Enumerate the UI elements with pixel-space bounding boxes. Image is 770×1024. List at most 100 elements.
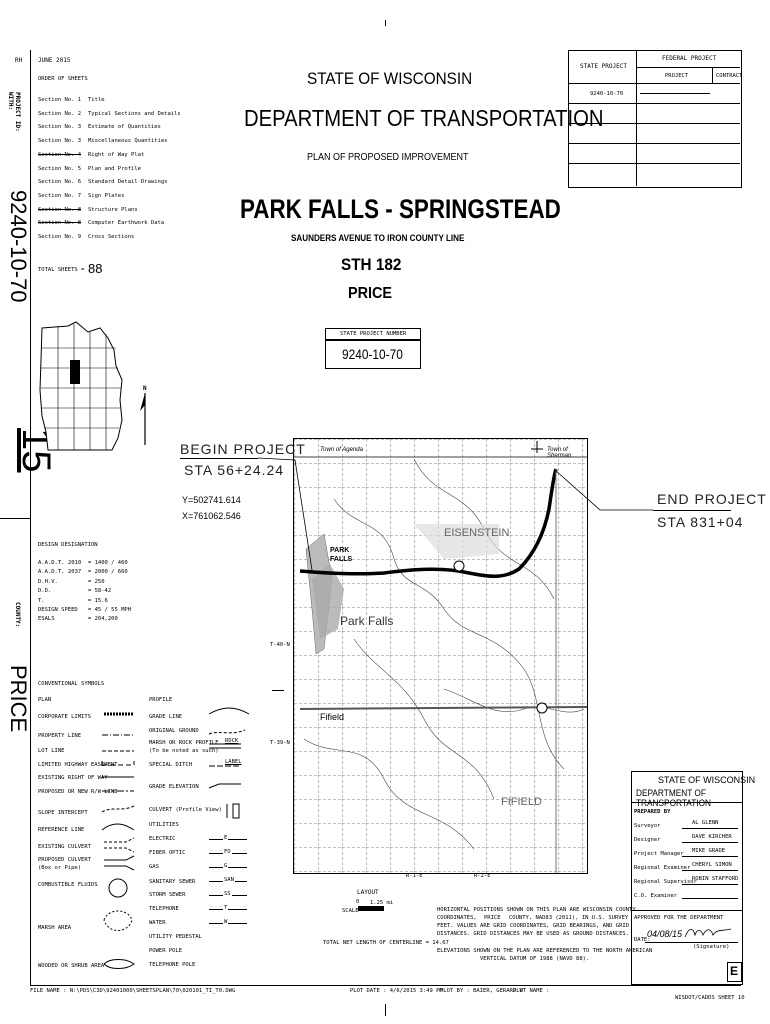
- plan-subtitle: PLAN OF PROPOSED IMPROVEMENT: [307, 152, 469, 163]
- plan-symbol-label: MARSH AREA: [38, 925, 72, 931]
- plan-symbol-label: LOT LINE: [38, 748, 65, 754]
- utility-code: FO: [223, 849, 232, 855]
- note-line-3: FEET. VALUES ARE GRID COORDINATES, GRID …: [437, 923, 630, 929]
- utility-code: E: [223, 835, 229, 841]
- profile-symbol-label: GRADE LINE: [149, 714, 183, 720]
- sheet-e-box: [727, 962, 742, 982]
- approved-for-dept: APPROVED FOR THE DEPARTMENT: [634, 915, 724, 921]
- footer-plot-name: PLOT NAME :: [513, 988, 550, 994]
- profile-symbols-title: PROFILE: [149, 697, 173, 703]
- approval-name: CHERYL SIMON: [692, 862, 732, 868]
- note-line-2b: PRICE: [484, 915, 501, 921]
- design-label: D.H.V.: [38, 578, 58, 585]
- plan-symbol-label: PROPOSED OR NEW R/W LINE: [38, 789, 118, 795]
- begin-x: X=761062.546: [182, 511, 241, 521]
- utility-code: SAN: [223, 877, 235, 883]
- project-name: PARK FALLS - SPRINGSTEAD: [240, 194, 561, 224]
- note-line-2a: COORDINATES,: [437, 915, 477, 921]
- profile-symbol-label: TELEPHONE POLE: [149, 962, 196, 968]
- r2e-label: R-2-E: [474, 873, 491, 879]
- footer-plot-date: PLOT DATE : 4/6/2015 3:49 PM: [350, 988, 443, 994]
- wisconsin-locator-map: [39, 321, 123, 451]
- plan-symbol-label: CORPORATE LIMITS: [38, 714, 91, 720]
- end-station: STA 831+04: [657, 514, 744, 530]
- sheet-section-name: Title: [88, 97, 105, 103]
- scale-zero: 0: [356, 899, 360, 905]
- sheet-section-no: Section No. 6: [38, 179, 82, 186]
- profile-symbol-label: SPECIAL DITCH: [149, 762, 193, 768]
- total-sheets-value: 88: [88, 261, 103, 276]
- utility-code: T: [223, 905, 229, 911]
- note-line-6: VERTICAL DATUM OF 1988 (NAVD 88).: [480, 956, 590, 962]
- approval-dept: DEPARTMENT OF TRANSPORTATION: [636, 788, 711, 808]
- begin-y: Y=502741.614: [182, 495, 241, 505]
- project-limits: SAUNDERS AVENUE TO IRON COUNTY LINE: [291, 233, 465, 243]
- profile-symbol-graphics: [208, 707, 250, 819]
- state-title: STATE OF WISCONSIN: [307, 69, 473, 88]
- utility-code: G: [223, 863, 229, 869]
- plan-symbol-label: EXISTING RIGHT OF WAY: [38, 775, 108, 781]
- begin-station: STA 56+24.24: [184, 462, 285, 478]
- dept-title: DEPARTMENT OF TRANSPORTATION: [244, 105, 604, 131]
- profile-symbol-label: POWER POLE: [149, 948, 183, 954]
- plan-symbol-label: LIMITED HIGHWAY EASEMENT: [38, 762, 118, 768]
- design-mid: 2037: [68, 569, 82, 576]
- design-label: DESIGN SPEED: [38, 607, 78, 613]
- profile-symbol-label: MARSH OR ROCK PROFILE: [149, 740, 219, 746]
- plan-symbol-label: WOODED OR SHRUB AREA: [38, 963, 105, 969]
- approval-state: STATE OF WISCONSIN: [658, 775, 756, 785]
- centerline-length: TOTAL NET LENGTH OF CENTERLINE = 14.67: [323, 940, 449, 946]
- note-line-4: DISTANCES. GRID DISTANCES MAY BE USED AS…: [437, 931, 630, 937]
- park-falls-lower: FALLS: [330, 556, 353, 563]
- sheet-section-no: Section No. 2: [38, 110, 82, 117]
- profile-symbol-label: STORM SEWER: [149, 892, 186, 898]
- note-line-1: HORIZONTAL POSITIONS SHOWN ON THIS PLAN …: [437, 907, 636, 913]
- plan-date: JUNE 2015: [38, 57, 71, 64]
- profile-symbol-label: ORIGINAL GROUND: [149, 728, 199, 734]
- design-label: T.: [38, 597, 45, 604]
- north-label: N: [143, 385, 147, 392]
- contract-col-header: CONTRACT: [716, 73, 743, 79]
- sheet-section-no: Section No. 8: [38, 220, 82, 227]
- spn-label: STATE PROJECT NUMBER: [340, 331, 407, 337]
- federal-project-header: FEDERAL PROJECT: [662, 55, 717, 62]
- note-line-5: ELEVATIONS SHOWN ON THE PLAN ARE REFEREN…: [437, 948, 653, 954]
- sheet-section-no: Section No. 7: [38, 192, 82, 199]
- highway-name: STH 182: [341, 255, 402, 274]
- label-label: LABEL: [225, 759, 242, 765]
- t40n-label: T-40-N: [270, 642, 290, 648]
- end-project-label: END PROJECT: [657, 491, 767, 507]
- park-falls-label: Park Falls: [340, 614, 394, 628]
- profile-symbol-label: GRADE ELEVATION: [149, 784, 199, 790]
- plan-symbol-label: COMBUSTIBLE FLUIDS: [38, 882, 98, 888]
- footer-wisdot-sheet: WISDOT/CADDS SHEET 10: [675, 995, 745, 1001]
- profile-symbol-label: UTILITIES: [149, 822, 179, 828]
- sheet-row: Section No. 2 Typical Sections and Detail…: [38, 110, 181, 117]
- plan-symbol-graphics: [101, 712, 135, 969]
- sheet-section-name: Typical Sections and Details: [88, 110, 181, 117]
- footer-file-name: FILE NAME : N:\PDS\C3D\92401000\SHEETSPL…: [30, 988, 236, 994]
- symbols-title: CONVENTIONAL SYMBOLS: [38, 681, 105, 687]
- profile-symbol-label: TELEPHONE: [149, 906, 179, 912]
- sheet-row: Section No. 8 Computer Earthwork Data: [38, 220, 164, 227]
- sheet-section-name: Miscellaneous Quantities: [88, 138, 168, 145]
- plan-symbol-label: REFERENCE LINE: [38, 827, 85, 833]
- side-project-id: 9240-10-70: [6, 190, 31, 303]
- scale-label: SCALE: [342, 908, 359, 914]
- approval-role: Surveyor: [634, 823, 661, 829]
- design-mid: 2010: [68, 560, 82, 566]
- note-line-2c: COUNTY, NAD83 (2011), IN U.S. SURVEY: [509, 915, 629, 921]
- park-falls-upper: PARK: [330, 547, 350, 554]
- design-val: = 45 / 55 MPH: [88, 607, 132, 613]
- approval-name: DAVE KIRCHER: [692, 834, 732, 840]
- fifield-town-label: Fifield: [320, 712, 345, 722]
- price-county-highlight: [70, 360, 80, 384]
- design-val: = 250: [88, 578, 105, 585]
- sheet-section-no: Section No. 3: [38, 124, 82, 131]
- approval-role: C.O. Examiner: [634, 893, 678, 899]
- sheet-section-name: Computer Earthwork Data: [88, 220, 165, 227]
- town-agenda: Town of Agenda: [320, 447, 363, 453]
- profile-symbol-label: GAS: [149, 864, 159, 870]
